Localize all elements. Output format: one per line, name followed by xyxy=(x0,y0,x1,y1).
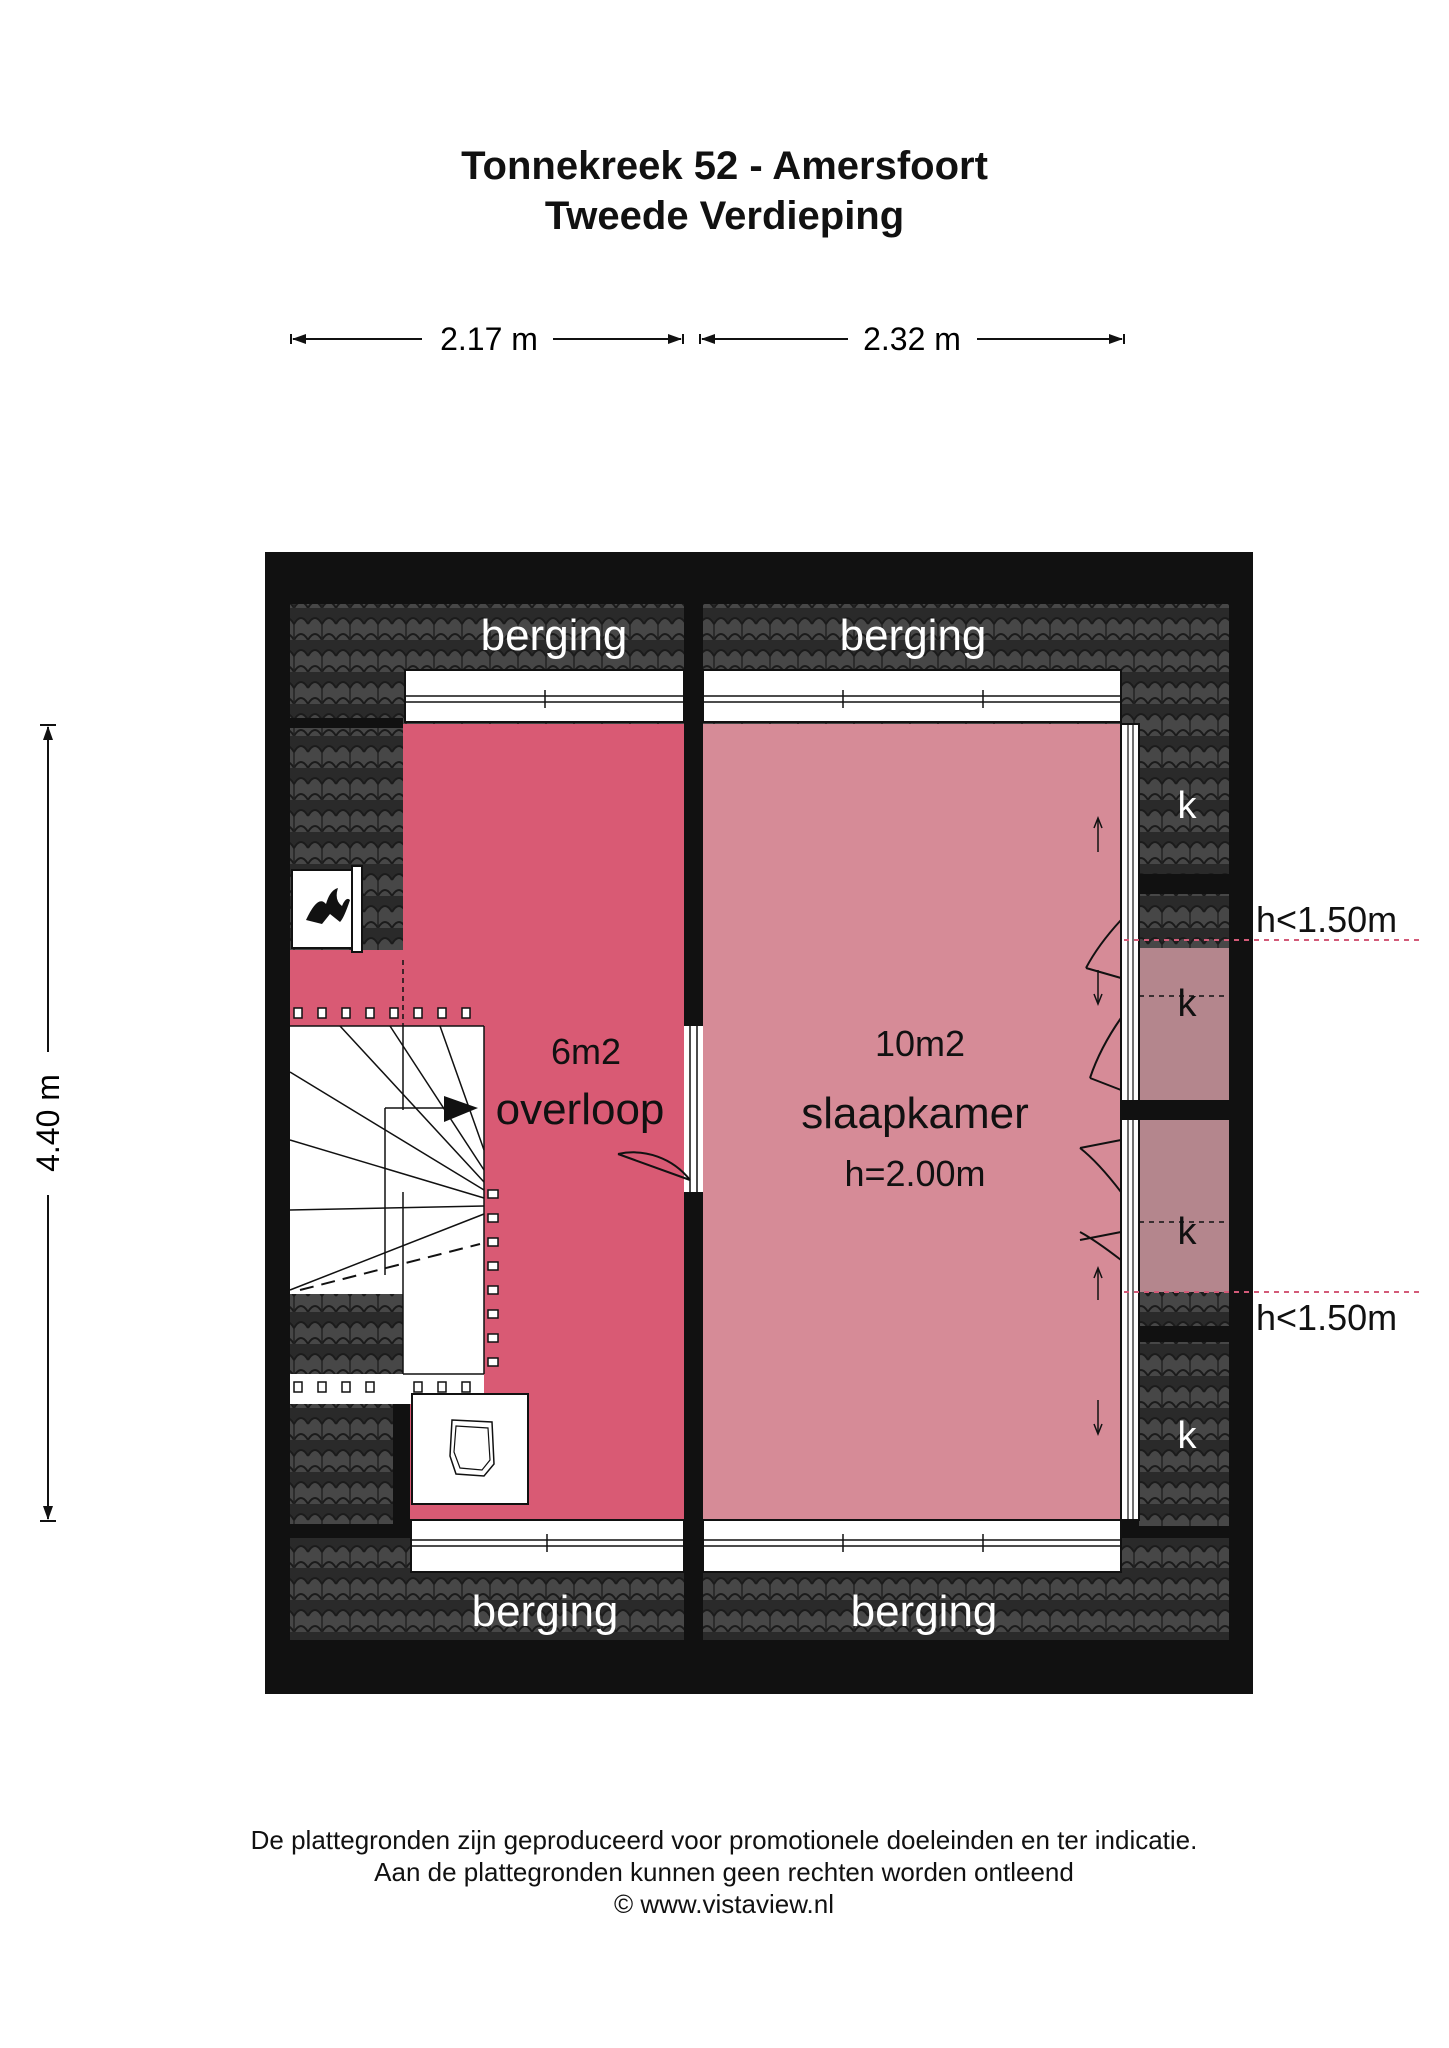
slaapkamer-height: h=2.00m xyxy=(844,1153,985,1194)
roof-tiles-left-stairs xyxy=(290,1294,403,1374)
roof-window-top-right xyxy=(702,669,1122,723)
dimension-label-right: 2.32 m xyxy=(863,321,961,357)
plan-title: Tonnekreek 52 - Amersfoort xyxy=(461,144,988,188)
roof-window-bottom-right xyxy=(702,1519,1122,1573)
dimension-label-height: 4.40 m xyxy=(30,1074,66,1172)
staircase-icon xyxy=(289,960,499,1404)
dimension-width-left: 2.17 m xyxy=(290,321,684,357)
closet-divider-top xyxy=(1139,874,1229,894)
dimension-label-left: 2.17 m xyxy=(440,321,538,357)
closet-label-4-visible: k xyxy=(1178,1415,1198,1457)
closet-divider-bottom xyxy=(1139,1326,1229,1342)
washbasin-icon xyxy=(411,1393,529,1505)
closet-low-lower xyxy=(1139,1120,1229,1292)
knee-wall-right xyxy=(1120,723,1140,1521)
dimension-height: 4.40 m xyxy=(30,724,66,1522)
dimension-width-right: 2.32 m xyxy=(699,321,1125,357)
roof-tiles-right-2 xyxy=(1139,1292,1229,1328)
storage-label-top-right: berging xyxy=(840,611,987,660)
height-marker-upper: h<1.50m xyxy=(1256,899,1397,940)
storage-label-bottom-right: berging xyxy=(851,1587,998,1636)
footer-disclaimer-line1: De plattegronden zijn geproduceerd voor … xyxy=(250,1825,1198,1855)
closet-low-upper xyxy=(1139,948,1229,1100)
door-swing-center xyxy=(617,1151,691,1181)
footer-disclaimer-line2: Aan de plattegronden kunnen geen rechten… xyxy=(374,1857,1074,1887)
roof-window-bottom-left xyxy=(410,1519,685,1573)
slaapkamer-name: slaapkamer xyxy=(801,1089,1028,1138)
height-marker-lower: h<1.50m xyxy=(1256,1297,1397,1338)
interior-wall-left-bottom-v xyxy=(393,1392,410,1538)
roof-window-top-left xyxy=(404,669,685,723)
overloop-name: overloop xyxy=(496,1085,665,1134)
boiler-flame-icon xyxy=(291,865,363,953)
eave-arrows xyxy=(1093,815,1103,1437)
closet-door-swings xyxy=(1079,919,1122,1261)
roof-tiles-right-3 xyxy=(1139,1342,1229,1526)
door-opening-center xyxy=(684,1026,703,1192)
slaapkamer-area: 10m2 xyxy=(875,1023,965,1064)
closet-label-2: k xyxy=(1178,983,1198,1025)
footer-copyright: © www.vistaview.nl xyxy=(614,1889,834,1919)
interior-wall-left-top xyxy=(290,718,403,728)
room-slaapkamer xyxy=(703,724,1121,1538)
floor-subtitle: Tweede Verdieping xyxy=(544,194,905,238)
closet-divider xyxy=(1121,1100,1229,1120)
closet-label-3: k xyxy=(1178,1211,1198,1253)
roof-tiles-left-lower xyxy=(290,1404,393,1524)
overloop-area: 6m2 xyxy=(551,1031,621,1072)
roof-tiles-right-1 xyxy=(1139,724,1229,874)
closet-label-1: k xyxy=(1178,785,1198,827)
storage-label-top-left: berging xyxy=(481,611,628,660)
storage-label-bottom-left: berging xyxy=(472,1587,619,1636)
